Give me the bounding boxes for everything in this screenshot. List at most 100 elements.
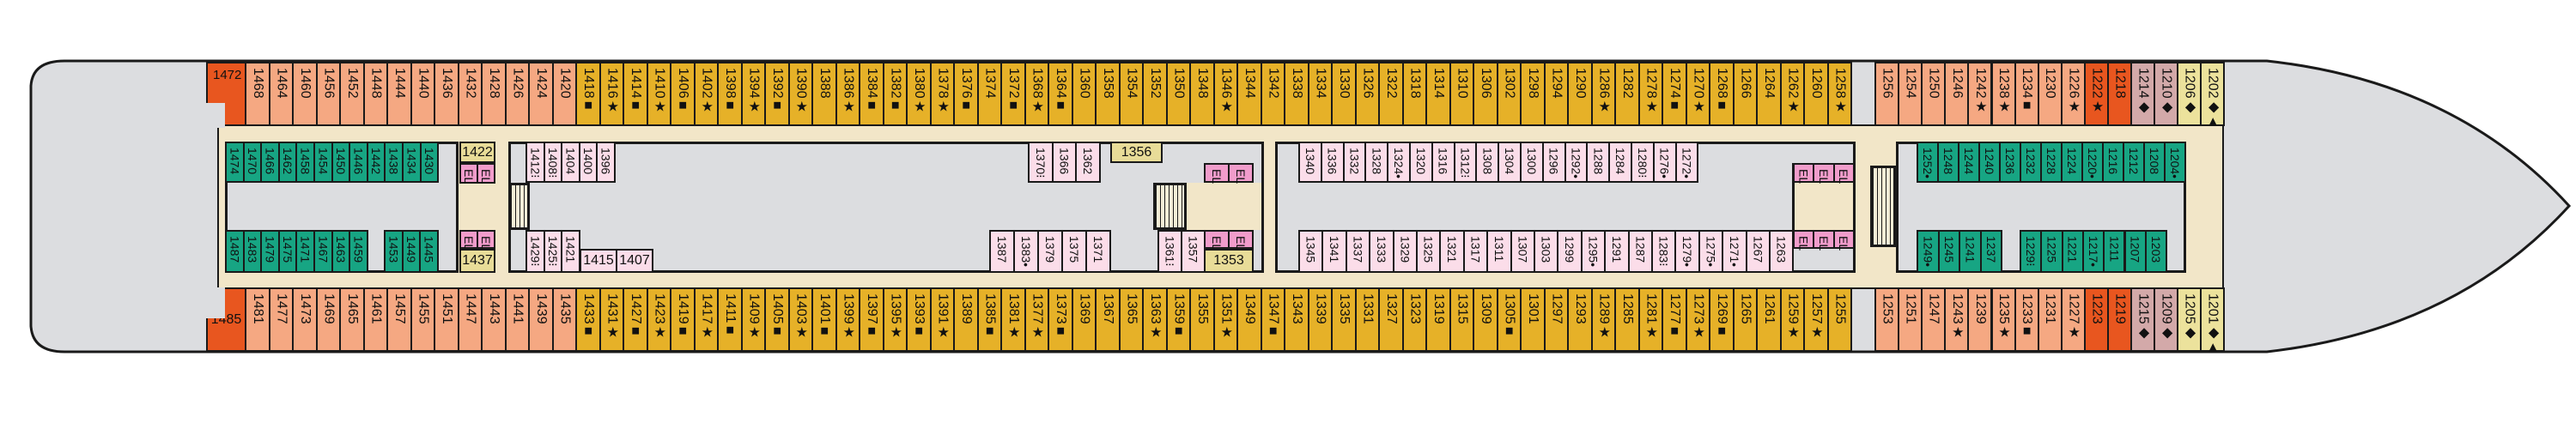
cabin[interactable]: 1319 [1425, 287, 1451, 352]
cabin[interactable]: 1362 [1075, 142, 1102, 183]
cabin[interactable]: 1405■ [764, 287, 790, 352]
cabin[interactable]: 1408⁝ [543, 142, 563, 183]
cabin[interactable]: 1452 [339, 62, 365, 126]
cabin[interactable]: 1438 [384, 142, 404, 183]
cabin[interactable]: 1266 [1732, 62, 1758, 126]
cabin[interactable]: 1202◆▲ [2200, 62, 2226, 130]
cabin[interactable]: 1390★ [787, 62, 813, 126]
cabin[interactable]: 1243★ [1944, 287, 1970, 352]
cabin[interactable]: 1342 [1260, 62, 1285, 126]
elevator[interactable]: EL [1204, 163, 1230, 184]
cabin[interactable]: 1311 [1486, 230, 1512, 273]
cabin[interactable]: 1259★ [1779, 287, 1805, 352]
cabin[interactable]: 1318 [1401, 62, 1427, 126]
cabin[interactable]: 1461 [362, 287, 388, 352]
cabin[interactable]: 1457 [386, 287, 412, 352]
cabin[interactable]: 1265 [1732, 287, 1758, 352]
cabin[interactable]: 1384■ [859, 62, 884, 126]
cabin[interactable]: 1464 [268, 62, 294, 126]
elevator[interactable]: EL [477, 230, 495, 251]
elevator[interactable]: EL [1228, 163, 1254, 184]
cabin[interactable]: 1306 [1473, 62, 1498, 126]
cabin[interactable]: 1268■ [1709, 62, 1735, 126]
cabin[interactable]: 1451 [434, 287, 459, 352]
cabin[interactable]: 1288 [1586, 142, 1611, 183]
cabin[interactable]: 1201◆▲ [2200, 287, 2226, 355]
cabin[interactable]: 1327 [1378, 287, 1404, 352]
cabin[interactable]: 1282 [1614, 62, 1640, 126]
cabin[interactable]: 1338 [1284, 62, 1309, 126]
cabin[interactable]: 1465 [339, 287, 365, 352]
cabin[interactable]: 1442 [366, 142, 386, 183]
cabin[interactable]: 1264 [1756, 62, 1782, 126]
cabin[interactable]: 1208 [2143, 142, 2166, 183]
cabin[interactable]: 1322 [1378, 62, 1404, 126]
elevator[interactable]: EL [459, 163, 478, 184]
cabin[interactable]: 1287 [1627, 230, 1653, 273]
cabin[interactable]: 1261 [1756, 287, 1782, 352]
cabin[interactable]: 1298 [1520, 62, 1546, 126]
cabin[interactable]: 1220• [2081, 142, 2104, 183]
cabin[interactable]: 1462 [277, 142, 298, 183]
cabin[interactable]: 1206◆ [2177, 62, 2202, 126]
cabin[interactable]: 1236 [1999, 142, 2021, 183]
cabin[interactable]: 1373■ [1048, 287, 1073, 352]
cabin[interactable]: 1256 [1874, 62, 1900, 126]
cabin[interactable]: 1228 [2040, 142, 2063, 183]
cabin[interactable]: 1339 [1307, 287, 1333, 352]
cabin[interactable]: 1212 [2123, 142, 2145, 183]
cabin[interactable]: 1240 [1978, 142, 2001, 183]
cabin[interactable]: 1346★ [1212, 62, 1238, 126]
cabin[interactable]: 1444 [386, 62, 412, 126]
cabin[interactable]: 1343 [1284, 287, 1309, 352]
cabin[interactable]: 1388 [811, 62, 837, 126]
cabin[interactable]: 1231 [2037, 287, 2063, 352]
cabin[interactable]: 1273★ [1685, 287, 1710, 352]
cabin[interactable]: 1416★ [598, 62, 624, 126]
cabin[interactable]: 1381★ [1000, 287, 1026, 352]
service-room[interactable]: 1422 [459, 142, 495, 163]
cabin[interactable]: 1425⁝ [543, 230, 563, 273]
cabin[interactable]: 1258★ [1826, 62, 1852, 126]
cabin[interactable]: 1246 [1944, 62, 1970, 126]
cabin[interactable]: 1341 [1321, 230, 1347, 273]
cabin[interactable]: 1419■ [670, 287, 696, 352]
cabin[interactable]: 1445 [419, 230, 439, 273]
cabin[interactable]: 1394★ [740, 62, 766, 126]
cabin[interactable]: 1358 [1095, 62, 1121, 126]
cabin[interactable]: 1417★ [693, 287, 719, 352]
cabin[interactable]: 1304 [1498, 142, 1522, 183]
cabin[interactable]: 1255 [1826, 287, 1852, 352]
cabin[interactable]: 1469 [315, 287, 341, 352]
cabin[interactable]: 1292• [1564, 142, 1589, 183]
cabin[interactable]: 1333 [1369, 230, 1394, 273]
cabin[interactable]: 1270★ [1685, 62, 1710, 126]
cabin[interactable]: 1305■ [1496, 287, 1522, 352]
cabin[interactable]: 1291 [1604, 230, 1630, 273]
cabin[interactable]: 1371 [1085, 230, 1111, 273]
cabin[interactable]: 1383• [1013, 230, 1039, 273]
cabin[interactable]: 1400 [578, 142, 598, 183]
cabin[interactable]: 1354 [1118, 62, 1144, 126]
cabin[interactable]: 1392■ [764, 62, 790, 126]
elevator[interactable]: EL [477, 163, 495, 184]
cabin[interactable]: 1487 [225, 230, 245, 273]
cabin[interactable]: 1475 [277, 230, 298, 273]
cabin[interactable]: 1221 [2061, 230, 2084, 273]
cabin[interactable]: 1238★ [1990, 62, 2016, 126]
cabin[interactable]: 1310 [1449, 62, 1474, 126]
service-room[interactable]: 1437 [459, 249, 495, 273]
cabin[interactable]: 1397■ [859, 287, 884, 352]
cabin[interactable]: 1301 [1520, 287, 1546, 352]
cabin[interactable]: 1337 [1345, 230, 1371, 273]
cabin[interactable]: 1434 [402, 142, 422, 183]
cabin[interactable]: 1389 [953, 287, 979, 352]
cabin[interactable]: 1345 [1298, 230, 1324, 273]
cabin[interactable]: 1401■ [811, 287, 837, 352]
cabin[interactable]: 1466 [260, 142, 280, 183]
cabin[interactable]: 1468 [245, 62, 270, 126]
cabin[interactable]: 1432 [457, 62, 483, 126]
cabin[interactable]: 1300 [1520, 142, 1544, 183]
cabin[interactable]: 1275• [1698, 230, 1724, 273]
cabin[interactable]: 1244 [1958, 142, 1980, 183]
